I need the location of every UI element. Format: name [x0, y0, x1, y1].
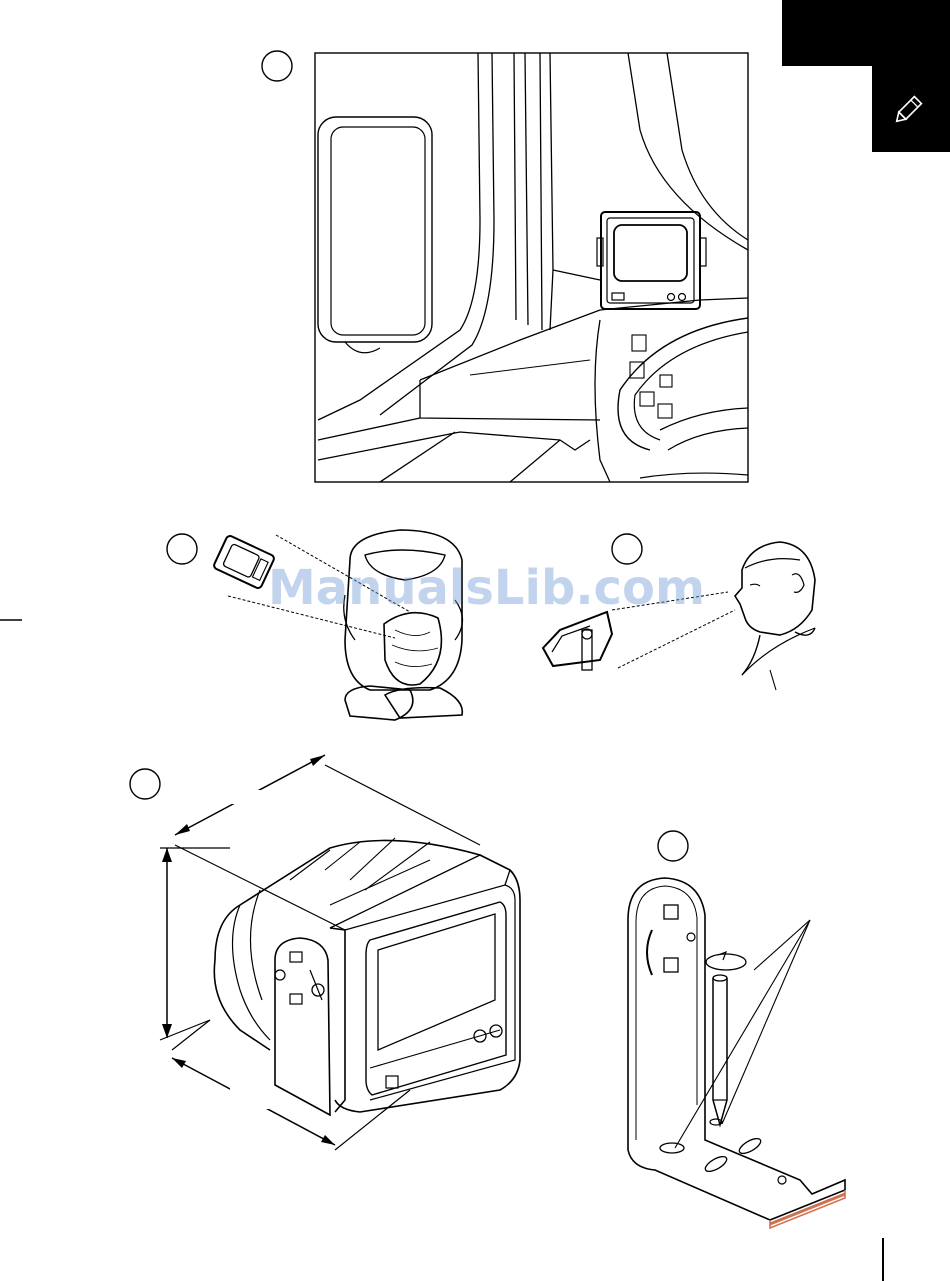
watermark-text: ManualsLib.com [268, 560, 705, 616]
figure-5-number-circle [658, 831, 688, 861]
